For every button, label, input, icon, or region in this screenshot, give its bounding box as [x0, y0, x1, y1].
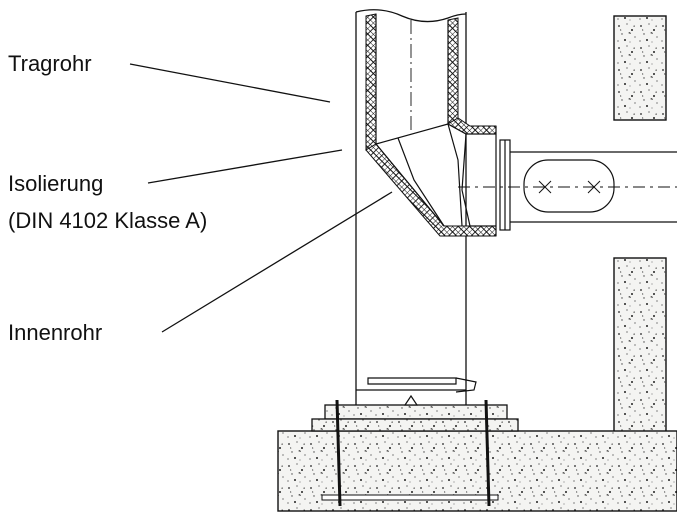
label-isolierung: Isolierung: [8, 171, 103, 196]
insulation-left-vertical: [365, 13, 377, 151]
leader-tragrohr: [129, 63, 331, 103]
insulation: [365, 13, 497, 237]
insulation-right-vertical: [447, 17, 459, 125]
label-isolierung-class: (DIN 4102 Klasse A): [8, 208, 207, 233]
inner-pipe: [375, 14, 511, 236]
labels: Tragrohr Isolierung (DIN 4102 Klasse A) …: [8, 51, 207, 345]
horizontal-flue-pipe: [458, 151, 677, 223]
leader-isolierung: [147, 149, 343, 184]
insulation-elbow-bottom: [365, 143, 497, 237]
cross-mark-right: [587, 180, 601, 194]
label-tragrohr: Tragrohr: [8, 51, 92, 76]
anchor-bar: [321, 494, 499, 501]
cross-mark-left: [538, 180, 552, 194]
leader-innenrohr: [161, 191, 393, 333]
upper-right-wall: [613, 15, 667, 121]
pipe-base-details: [356, 377, 477, 406]
concrete-structures: [277, 15, 677, 512]
label-innenrohr: Innenrohr: [8, 320, 102, 345]
base-plate-lower: [311, 418, 519, 432]
lower-right-wall: [613, 257, 667, 433]
base-plate-upper: [324, 404, 508, 420]
leader-lines: [129, 63, 393, 333]
anchor-rods: [335, 399, 491, 507]
insulation-elbow-top: [447, 117, 497, 135]
